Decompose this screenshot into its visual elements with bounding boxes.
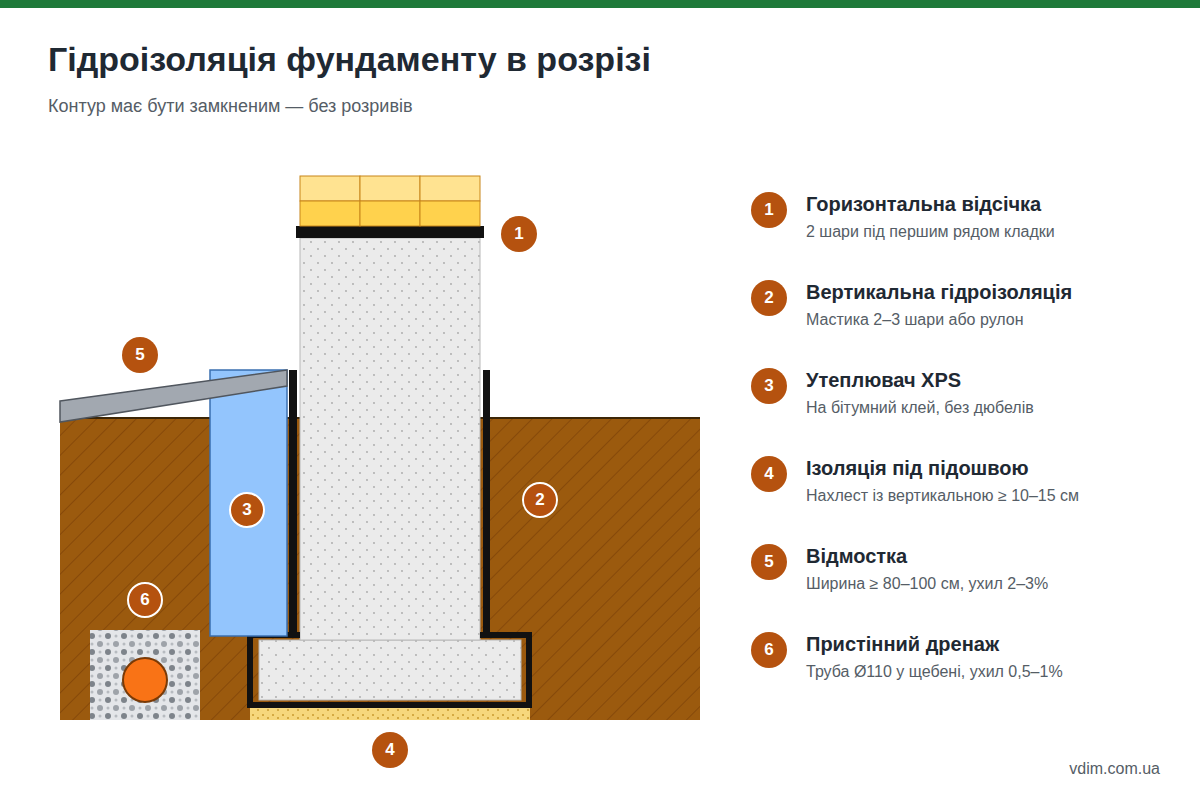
legend-item: 2 Вертикальна гідроізоляціяМастика 2–3 ша…	[751, 280, 1181, 330]
legend-item: 3 Утеплювач XPS На бітумний клей, без дюбе…	[751, 368, 1181, 418]
footing	[259, 640, 521, 700]
item-description: 2 шари під першим рядом кладки	[806, 222, 1181, 242]
vertical-waterproofing	[289, 370, 297, 636]
item-heading: Пристінний дренаж	[806, 632, 1181, 656]
top-bar	[0, 0, 1200, 8]
item-heading: Ізоляція під підошвою	[806, 456, 1181, 480]
drain-pipe	[123, 658, 167, 702]
title: Гідроізоляція фундаменту в розрізі	[48, 40, 651, 79]
legend-item: 5 ВідмосткаШирина ≥ 80–100 см, ухил 2–3%	[751, 544, 1181, 594]
item-description: Нахлест із вертикальною ≥ 10–15 см	[806, 486, 1181, 506]
callout-number: 4	[751, 456, 787, 492]
subtitle: Контур має бути замкненим — без розривів	[48, 96, 413, 117]
callout-circle: 1	[501, 216, 537, 252]
callout-number: 1	[751, 192, 787, 228]
sole-waterproofing	[250, 632, 529, 705]
item-heading: Відмостка	[806, 544, 1181, 568]
callout-circle: 3	[229, 492, 265, 528]
callout-number: 3	[242, 500, 251, 520]
callout-circle: 2	[522, 482, 558, 518]
watermark: vdim.com.ua	[1069, 760, 1160, 778]
callout-number: 1	[514, 224, 523, 244]
item-description: Ширина ≥ 80–100 см, ухил 2–3%	[806, 574, 1181, 594]
item-description: На бітумний клей, без дюбелів	[806, 398, 1181, 418]
callout-number: 5	[135, 345, 144, 365]
callout-number: 5	[751, 544, 787, 580]
item-heading: Вертикальна гідроізоляція	[806, 280, 1181, 304]
callout-number: 2	[535, 490, 544, 510]
gravel-bed	[90, 630, 200, 720]
vertical-waterproofing	[483, 370, 490, 636]
callout-number: 6	[140, 590, 149, 610]
blind-area	[60, 370, 287, 422]
callout-number: 3	[751, 368, 787, 404]
item-description: Мастика 2–3 шари або рулон	[806, 310, 1181, 330]
horizontal-cutoff	[296, 226, 484, 238]
callout-circle: 5	[122, 337, 158, 373]
item-description: Труба Ø110 у щебені, ухил 0,5–1%	[806, 662, 1181, 682]
legend-item: 6 Пристінний дренажТруба Ø110 у щебені, у…	[751, 632, 1181, 682]
callout-number: 2	[751, 280, 787, 316]
callout-number: 6	[751, 632, 787, 668]
callout-circle: 4	[372, 732, 408, 768]
waterproofing-joint	[480, 632, 530, 638]
brick-course	[300, 176, 480, 226]
legend-item: 4 Ізоляція під підошвоюНахлест із вертика…	[751, 456, 1181, 506]
callout-circle: 6	[127, 582, 163, 618]
foundation-wall	[300, 238, 480, 640]
xps-insulation	[210, 370, 287, 636]
callout-number: 4	[385, 740, 394, 760]
legend-item: 1 Горизонтальна відсічка 2 шари під першим…	[751, 192, 1181, 242]
item-heading: Утеплювач XPS	[806, 368, 1181, 392]
item-heading: Горизонтальна відсічка	[806, 192, 1181, 216]
